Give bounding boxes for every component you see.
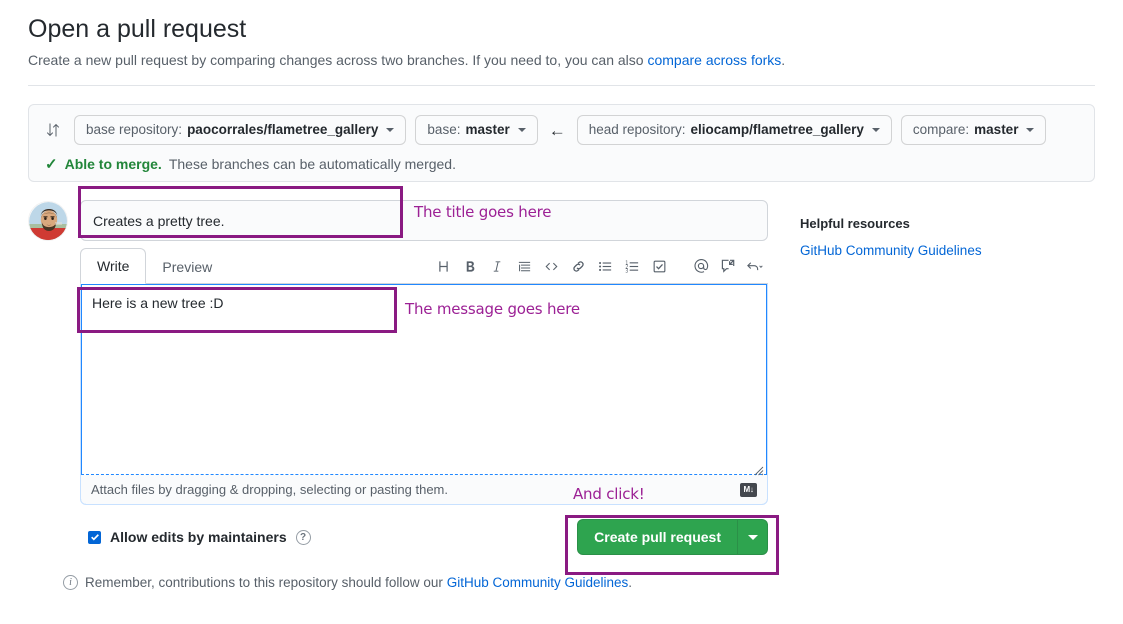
tab-preview[interactable]: Preview [162,259,213,275]
unordered-list-icon[interactable] [592,254,619,278]
quote-icon[interactable] [511,254,538,278]
helpful-resources-sidebar: Helpful resources GitHub Community Guide… [800,200,1050,555]
composer-shell: Attach files by dragging & dropping, sel… [80,283,768,505]
bold-icon[interactable] [457,254,484,278]
attach-files-bar: Attach files by dragging & dropping, sel… [81,475,767,504]
base-branch-selector[interactable]: base: master [415,115,538,145]
italic-icon[interactable] [484,254,511,278]
code-icon[interactable] [538,254,565,278]
pull-request-form: Write Preview [28,200,768,555]
footer-text-after: . [628,575,633,590]
allow-edits-checkbox[interactable] [88,530,101,544]
help-icon[interactable]: ? [295,529,311,545]
reference-icon[interactable] [714,254,741,278]
head-repository-label: head repository: [588,122,686,137]
base-branch-value: master [465,122,510,137]
chevron-down-icon [871,128,880,132]
main-area: Write Preview [28,200,1095,555]
footer-text: Remember, contributions to this reposito… [85,575,632,590]
base-repository-label: base repository: [86,122,183,137]
page-subtitle: Create a new pull request by comparing c… [28,50,1095,71]
heading-icon[interactable] [430,254,457,278]
footer-note: i Remember, contributions to this reposi… [63,575,1095,590]
footer-text-before: Remember, contributions to this reposito… [85,575,447,590]
branch-selector-row: base repository: paocorrales/flametree_g… [41,115,1082,145]
merge-status: ✓ Able to merge. These branches can be a… [41,156,1082,172]
annotation-click-note: And click! [573,485,645,503]
direction-arrow-icon: ← [548,120,566,140]
allow-edits-group: Allow edits by maintainers ? [88,529,311,545]
merge-status-strong: Able to merge. [64,156,162,172]
textarea-wrapper [81,284,767,474]
pull-request-title-input[interactable] [80,200,768,241]
compare-branch-selector[interactable]: compare: master [900,115,1047,145]
markdown-badge-icon[interactable]: M↓ [740,482,757,497]
sidebar-link-community-guidelines[interactable]: GitHub Community Guidelines [800,243,982,258]
base-branch-label: base: [427,122,461,137]
chevron-down-icon [386,128,395,132]
sidebar-title: Helpful resources [800,216,910,231]
link-icon[interactable] [565,254,592,278]
annotation-title-note: The title goes here [414,203,552,221]
svg-text:2: 2 [625,264,628,270]
check-icon: ✓ [45,155,58,173]
merge-status-detail: These branches can be automatically merg… [168,156,456,172]
page-header: Open a pull request Create a new pull re… [0,0,1123,71]
create-pull-request-button[interactable]: Create pull request [577,519,738,555]
svg-text:3: 3 [625,268,628,274]
chevron-down-icon [1026,128,1035,132]
reply-icon[interactable] [741,254,768,278]
create-pull-request-split-button: Create pull request [577,519,768,555]
mention-icon[interactable] [687,254,714,278]
swap-branches-icon[interactable] [41,122,65,138]
form-footer-row: Allow edits by maintainers ? Create pull… [80,519,768,555]
footer-community-guidelines-link[interactable]: GitHub Community Guidelines [446,575,629,590]
svg-text:1: 1 [625,260,628,266]
page-title: Open a pull request [28,15,247,43]
comment-textarea[interactable] [82,285,766,473]
page-subtitle-period: . [781,52,786,68]
chevron-down-icon [517,128,526,132]
tab-write[interactable]: Write [80,248,147,284]
base-repository-selector[interactable]: base repository: paocorrales/flametree_g… [74,115,407,145]
compare-branch-value: master [974,122,1019,137]
annotation-message-note: The message goes here [405,300,580,318]
base-repository-value: paocorrales/flametree_gallery [187,122,379,137]
compare-branch-label: compare: [912,122,970,137]
branch-compare-bar: base repository: paocorrales/flametree_g… [28,104,1095,182]
composer-tabs: Write Preview [80,248,768,284]
page-subtitle-text: Create a new pull request by comparing c… [28,52,648,68]
chevron-down-icon[interactable] [738,519,768,555]
head-repository-selector[interactable]: head repository: eliocamp/flametree_gall… [576,115,892,145]
header-divider [28,85,1095,86]
task-list-icon[interactable] [646,254,673,278]
form-body: Write Preview [80,200,768,555]
avatar [28,201,68,241]
info-icon: i [63,575,78,590]
file-drop-divider [81,466,767,476]
comment-composer: Write Preview [80,248,768,505]
compare-across-forks-link[interactable]: compare across forks [647,52,782,68]
head-repository-value: eliocamp/flametree_gallery [690,122,864,137]
attach-files-text: Attach files by dragging & dropping, sel… [91,482,448,497]
allow-edits-label: Allow edits by maintainers [110,529,287,545]
